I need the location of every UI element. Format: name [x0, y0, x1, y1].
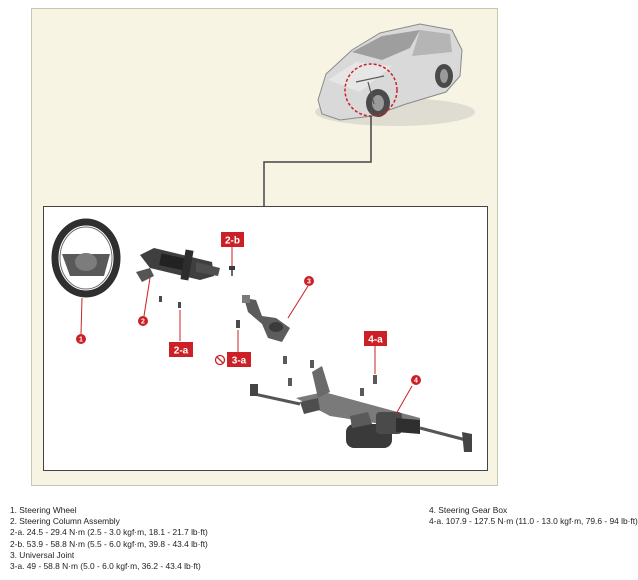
steering-column — [136, 248, 220, 282]
leader-3 — [287, 285, 309, 319]
legend-item-3a-torque: 3-a. 49 - 58.8 N·m (5.0 - 6.0 kgf·m, 36.… — [10, 561, 201, 572]
bolt-2b — [229, 266, 235, 276]
callout-3-label: 3 — [307, 279, 311, 286]
legend-column-left: 1. Steering Wheel 2. Steering Column Ass… — [10, 505, 208, 572]
legend-item-steering-wheel: 1. Steering Wheel — [10, 505, 77, 515]
steering-wheel — [51, 218, 121, 298]
callout-4 — [411, 375, 421, 385]
gearbox-bolts — [283, 356, 377, 396]
callout-3a-label: 3-a — [232, 356, 247, 367]
callout-1-label: 1 — [79, 337, 83, 344]
callout-3a — [227, 352, 251, 367]
legend-item-2b-torque: 2-b. 53.9 - 58.8 N·m (5.5 - 6.0 kgf·m, 3… — [10, 538, 208, 549]
callout-2 — [138, 316, 148, 326]
leader-4 — [395, 385, 413, 415]
callout-1 — [76, 334, 86, 344]
callout-2a-label: 2-a — [174, 346, 189, 357]
legend-item-4a-torque: 4-a. 107.9 - 127.5 N·m (11.0 - 13.0 kgf·… — [429, 516, 638, 527]
legend-item-steering-gear-box: 4. Steering Gear Box — [429, 505, 508, 515]
callout-2b-label: 2-b — [225, 236, 240, 247]
car-steering-ghost — [355, 75, 385, 105]
callout-2-label: 2 — [141, 319, 145, 326]
bolt-3a — [236, 320, 240, 328]
connector-line — [263, 116, 372, 207]
callout-2a — [169, 342, 193, 357]
legend-item-2a-torque: 2-a. 24.5 - 29.4 N·m (2.5 - 3.0 kgf·m, 1… — [10, 527, 208, 538]
legend-item-steering-column: 2. Steering Column Assembly — [10, 516, 120, 527]
universal-joint — [242, 295, 290, 342]
callout-4-label: 4 — [414, 378, 418, 385]
car-windshield — [352, 30, 420, 60]
callout-4a-label: 4-a — [368, 335, 383, 346]
bolt-2a-set — [159, 296, 181, 308]
callout-4a — [364, 331, 387, 346]
leader-2 — [143, 277, 151, 317]
car-hood — [328, 62, 392, 92]
leader-1 — [80, 297, 83, 335]
callout-3 — [304, 276, 314, 286]
legend-item-universal-joint: 3. Universal Joint — [10, 549, 75, 560]
legend-column-right: 4. Steering Gear Box 4-a. 107.9 - 127.5 … — [429, 505, 638, 527]
callout-2b — [221, 232, 244, 247]
no-reuse-icon — [214, 354, 226, 366]
car-window — [412, 30, 452, 56]
steering-gear-box — [250, 366, 472, 452]
